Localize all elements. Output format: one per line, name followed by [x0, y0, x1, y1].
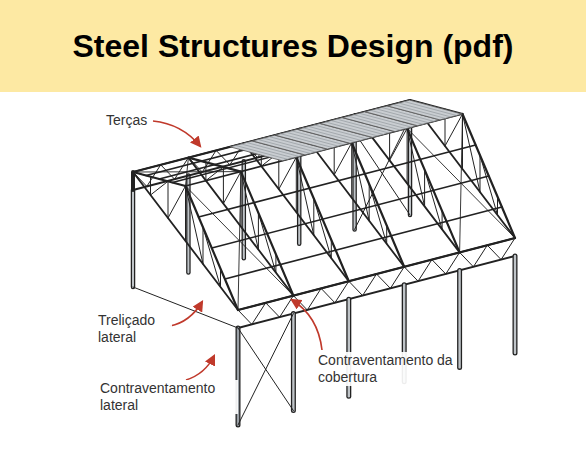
lateral-bracing	[238, 314, 293, 425]
lattice-web	[321, 288, 335, 302]
truss-web	[258, 213, 259, 250]
truss-web	[221, 269, 239, 310]
truss-web	[313, 199, 314, 236]
lattice-web	[460, 252, 474, 266]
column	[514, 256, 516, 353]
truss-web	[334, 143, 352, 175]
lattice-web	[349, 281, 363, 295]
truss-web	[223, 167, 224, 204]
leader-line	[186, 356, 214, 380]
truss-web	[314, 199, 332, 259]
truss-web	[425, 170, 443, 230]
truss-web	[480, 155, 498, 215]
truss-web	[223, 172, 241, 204]
truss-web	[258, 213, 276, 273]
truss-web	[151, 181, 169, 195]
truss-web	[186, 186, 204, 264]
truss-web	[424, 170, 425, 207]
lattice-web	[404, 267, 418, 281]
truss-web	[296, 157, 297, 212]
leader-lines	[153, 121, 322, 380]
column	[291, 314, 296, 411]
truss-web	[203, 227, 204, 264]
truss-web	[480, 155, 481, 192]
lattice-web	[238, 310, 252, 324]
purlin	[238, 238, 515, 310]
truss-web	[168, 181, 169, 218]
truss-web	[150, 177, 151, 195]
truss-web	[369, 184, 387, 244]
column	[513, 256, 518, 353]
column	[131, 190, 136, 287]
leader-line	[292, 300, 322, 350]
sheet-rib	[399, 103, 452, 117]
sheet-rib	[404, 102, 457, 116]
part-label: Contraventamento da cobertura	[316, 352, 456, 386]
purlin	[199, 145, 476, 217]
lattice-web	[266, 303, 280, 317]
column	[457, 270, 462, 367]
truss-web	[498, 197, 516, 238]
part-label: Contraventamento lateral	[98, 380, 238, 414]
truss-bottom-chord	[133, 172, 238, 310]
title: Steel Structures Design (pdf)	[0, 0, 586, 92]
truss-web	[387, 226, 405, 267]
column	[458, 270, 460, 367]
lattice-web	[377, 274, 391, 288]
column	[131, 172, 135, 190]
column	[292, 314, 294, 411]
column	[132, 190, 134, 287]
lattice-web	[432, 260, 446, 274]
truss-web	[390, 128, 408, 160]
truss-web	[407, 128, 408, 183]
leader-line	[170, 302, 202, 326]
truss-web	[185, 186, 186, 241]
truss-web	[351, 143, 352, 198]
truss-web	[203, 227, 221, 287]
truss-web	[445, 114, 463, 146]
lattice-web	[487, 245, 501, 259]
lattice-chord	[238, 238, 515, 310]
leader-line	[153, 121, 200, 146]
truss-web	[279, 157, 297, 189]
truss-web	[276, 254, 294, 295]
truss-web	[331, 240, 349, 281]
roof-sheet	[388, 100, 463, 120]
truss-web	[369, 184, 370, 221]
structure	[133, 100, 515, 425]
truss-web	[442, 211, 460, 252]
sheet-rib	[393, 104, 446, 118]
part-label: Treliçado lateral	[96, 312, 172, 346]
truss-web	[168, 186, 186, 218]
part-label: Terças	[104, 112, 149, 129]
purlin	[212, 176, 489, 248]
